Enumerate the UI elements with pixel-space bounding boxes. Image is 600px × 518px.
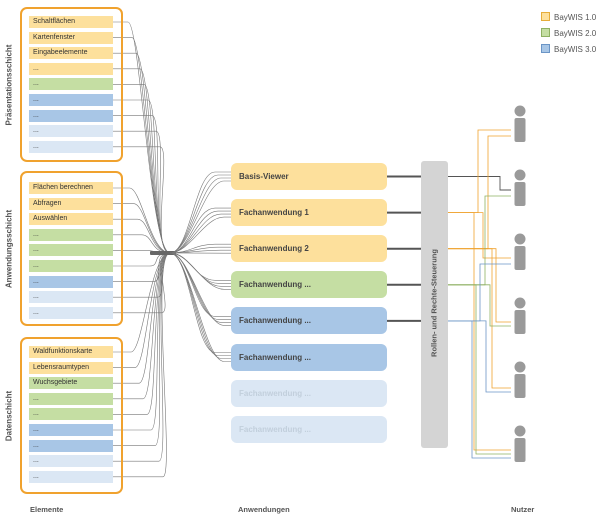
- user-route: [448, 248, 511, 323]
- element-item: ...: [29, 244, 113, 257]
- element-item: Abfragen: [29, 197, 113, 210]
- element-item: ...: [29, 109, 113, 122]
- element-item: ...: [29, 424, 113, 436]
- element-item: ...: [29, 78, 113, 91]
- user-body: [514, 374, 526, 398]
- element-connector: [113, 252, 171, 400]
- user-icon: [514, 361, 526, 398]
- user-head: [514, 233, 526, 245]
- user-head: [514, 105, 526, 117]
- user-icon: [514, 425, 526, 462]
- element-item: ...: [29, 275, 113, 288]
- element-item: ...: [29, 228, 113, 241]
- access-control-bar: [421, 161, 448, 448]
- application-box: Basis-Viewer: [231, 163, 387, 190]
- connector-hub: [150, 251, 176, 255]
- application-box: Fachanwendung ...: [231, 415, 387, 443]
- element-item: ...: [29, 94, 113, 106]
- user-head: [514, 361, 526, 373]
- application-box: Fachanwendung 1: [231, 199, 387, 227]
- user-icon: [514, 169, 526, 206]
- element-item: Auswählen: [29, 213, 113, 226]
- element-item: ...: [29, 62, 113, 75]
- user-icon: [514, 233, 526, 270]
- user-body: [514, 118, 526, 142]
- element-item: ...: [29, 470, 113, 483]
- element-item: ...: [29, 392, 113, 405]
- element-item: Flächen berechnen: [29, 182, 113, 194]
- user-head: [514, 425, 526, 437]
- user-head: [514, 169, 526, 181]
- user-icon: [514, 105, 526, 142]
- user-route: [448, 176, 511, 191]
- layer-box: [20, 7, 123, 162]
- user-body: [514, 182, 526, 206]
- element-item: ...: [29, 260, 113, 272]
- application-connector: [169, 252, 231, 290]
- legend-swatch: [541, 44, 550, 53]
- application-box: Fachanwendung ...: [231, 307, 387, 335]
- user-body: [514, 310, 526, 334]
- element-item: ...: [29, 140, 113, 153]
- element-item: ...: [29, 455, 113, 468]
- element-item: Waldfunktionskarte: [29, 346, 113, 358]
- element-item: ...: [29, 125, 113, 138]
- legend-swatch: [541, 28, 550, 37]
- user-route: [448, 320, 511, 459]
- application-box: Fachanwendung ...: [231, 343, 387, 371]
- application-box: Fachanwendung ...: [231, 271, 387, 299]
- legend-label: BayWIS 2.0: [554, 29, 597, 38]
- element-item: ...: [29, 439, 113, 452]
- element-item: ...: [29, 408, 113, 421]
- application-box: Fachanwendung ...: [231, 379, 387, 407]
- element-connector: [113, 252, 171, 462]
- element-connector: [113, 252, 171, 368]
- column-label-elements: Elemente: [30, 505, 64, 514]
- legend-label: BayWIS 3.0: [554, 45, 597, 54]
- application-connector: [169, 216, 231, 254]
- layer-box: [20, 171, 123, 326]
- user-head: [514, 297, 526, 309]
- element-item: Eingabeelemente: [29, 47, 113, 60]
- legend-item: BayWIS 1.0: [541, 12, 596, 22]
- user-icon: [514, 297, 526, 334]
- element-item: Lebensraumtypen: [29, 361, 113, 374]
- legend-swatch: [541, 12, 550, 21]
- application-box: Fachanwendung 2: [231, 235, 387, 263]
- column-label-applications: Anwendungen: [238, 505, 290, 514]
- legend-item: BayWIS 3.0: [541, 44, 596, 54]
- element-connector: [113, 252, 171, 446]
- element-connector: [113, 187, 171, 254]
- element-item: Kartenfenster: [29, 31, 113, 44]
- layer-box: [20, 337, 123, 494]
- element-item: Schaltflächen: [29, 16, 113, 28]
- element-connector: [113, 252, 171, 431]
- user-route: [448, 284, 511, 455]
- element-item: ...: [29, 291, 113, 304]
- element-connector: [113, 252, 171, 478]
- element-item: ...: [29, 306, 113, 319]
- column-label-users: Nutzer: [511, 505, 535, 514]
- user-body: [514, 438, 526, 462]
- legend-item: BayWIS 2.0: [541, 28, 596, 38]
- user-body: [514, 246, 526, 270]
- element-connector: [113, 203, 171, 254]
- element-item: Wuchsgebiete: [29, 377, 113, 390]
- element-connector: [113, 252, 171, 415]
- user-route: [448, 212, 511, 451]
- legend-label: BayWIS 1.0: [554, 13, 597, 22]
